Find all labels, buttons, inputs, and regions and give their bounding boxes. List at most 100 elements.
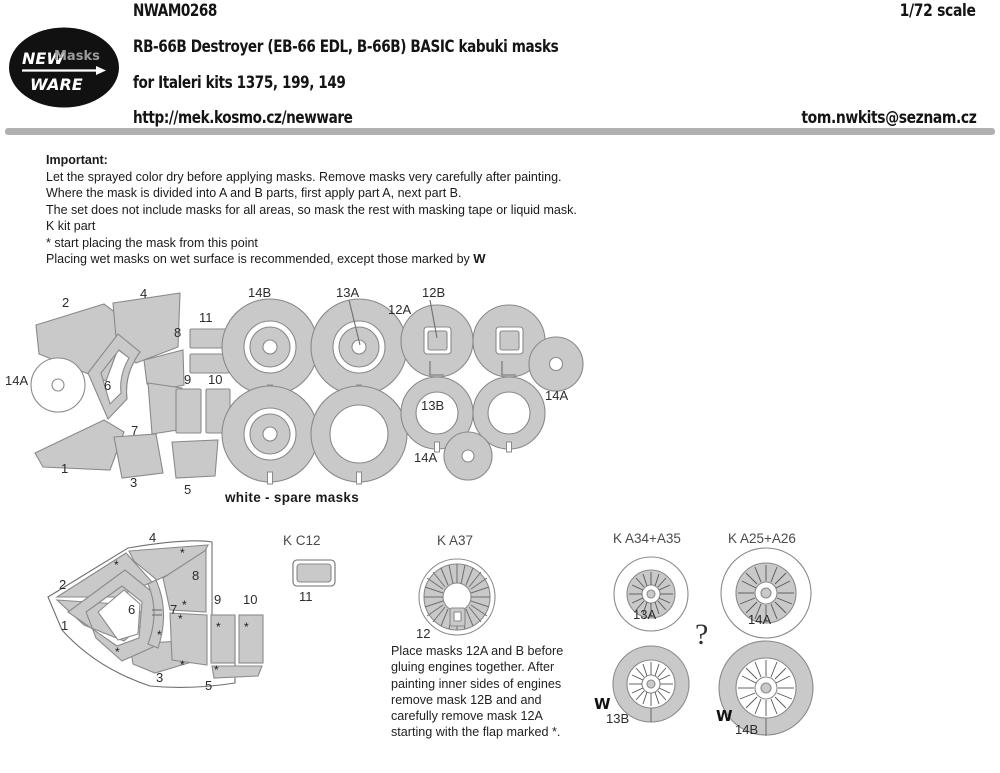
- canopy-label-9: 9: [214, 592, 222, 607]
- engine-instruction-note: Place masks 12A and B before gluing engi…: [391, 644, 564, 740]
- label-disc-14b: 14B: [248, 285, 272, 300]
- wet-mark-13b: W: [594, 695, 611, 713]
- note-line-4: K kit part: [46, 219, 96, 234]
- important-notes: Important: Let the sprayed color dry bef…: [46, 152, 706, 267]
- label-wheel-13a: 13A: [633, 607, 657, 622]
- label-piece-11: 11: [199, 310, 213, 325]
- note-wet-text: Placing wet masks on wet surface is reco…: [46, 252, 474, 267]
- canopy-panel-8[interactable]: [162, 548, 207, 613]
- label-wheel-13b: 13B: [606, 711, 630, 726]
- canopy-label-10: 10: [243, 592, 258, 607]
- disc-mask-12a-1[interactable]: [400, 304, 474, 378]
- wheel-mask-14a[interactable]: [720, 547, 812, 639]
- label-piece-14a-left: 14A: [5, 373, 29, 388]
- kit-ref-a34-a35: K A34+A35: [613, 531, 681, 546]
- wheel-13a-spokes: [629, 572, 673, 616]
- canopy-star-8: *: [216, 620, 221, 634]
- leader-12b: [429, 299, 438, 339]
- canopy-star-1: *: [114, 558, 119, 572]
- note-line-1: Let the sprayed color dry before applyin…: [46, 170, 562, 184]
- label-part-12: 12: [416, 626, 431, 641]
- spare-mask-14a-left-hole: [51, 378, 65, 392]
- canopy-diagram: [47, 540, 264, 688]
- disc-mask-14b[interactable]: [221, 298, 319, 398]
- label-piece-2: 2: [62, 295, 70, 310]
- canopy-label-2: 2: [59, 577, 67, 592]
- logo-word-ware: WARE: [30, 75, 83, 94]
- canopy-label-8: 8: [192, 568, 200, 583]
- kit-ref-a37: K A37: [437, 533, 474, 548]
- canopy-label-1: 1: [61, 618, 69, 633]
- label-wheel-14b: 14B: [735, 722, 759, 737]
- label-disc-13b: 13B: [421, 398, 445, 413]
- disc-mask-14a-right[interactable]: [528, 336, 584, 392]
- sheet-disc-masks: [221, 298, 584, 485]
- wet-mark-symbol: W: [473, 251, 486, 267]
- disc-mask-12a-2[interactable]: [472, 304, 546, 378]
- wheel-14b-spokes: [738, 660, 794, 716]
- canopy-label-4: 4: [149, 530, 157, 545]
- label-piece-6: 6: [104, 378, 112, 393]
- logo-word-new: NEW: [22, 49, 65, 68]
- kit-ref-c12: K C12: [283, 533, 321, 548]
- email-address[interactable]: tom.nwkits@seznam.cz: [800, 108, 976, 128]
- website-url[interactable]: http://mek.kosmo.cz/newware: [133, 108, 353, 128]
- header-divider: [5, 128, 995, 135]
- label-part-11: 11: [299, 589, 313, 604]
- canopy-panel-6[interactable]: [97, 589, 141, 641]
- logo-arrow-icon: [22, 66, 106, 75]
- mask-piece-1[interactable]: [34, 419, 125, 471]
- mask-piece-9[interactable]: [175, 388, 202, 434]
- label-disc-13a: 13A: [336, 285, 360, 300]
- wheel-mask-14b[interactable]: [718, 640, 814, 736]
- wheel-13b-spokes: [629, 662, 673, 706]
- wheel-mask-13a[interactable]: [613, 556, 689, 632]
- canopy-star-10: *: [214, 663, 219, 677]
- note-line-3: The set does not include masks for all a…: [46, 202, 577, 217]
- sheet-flat-masks: [30, 292, 231, 479]
- canopy-label-5: 5: [205, 678, 213, 693]
- disc-mask-14a-bottom[interactable]: [443, 431, 493, 481]
- disc-mask-13b[interactable]: [400, 376, 474, 453]
- product-title: RB-66B Destroyer (EB-66 EDL, B-66B) BASI…: [133, 37, 559, 57]
- label-disc-12b: 12B: [422, 285, 446, 300]
- mask-piece-3[interactable]: [113, 433, 164, 479]
- canopy-panel-9[interactable]: [210, 614, 236, 664]
- window-mask-c12[interactable]: [292, 559, 336, 587]
- canopy-star-5: *: [115, 645, 120, 659]
- scale-label: 1/72 scale: [900, 1, 976, 21]
- label-piece-4: 4: [140, 286, 148, 301]
- wheel-mask-13b[interactable]: [612, 645, 690, 723]
- canopy-arc-band[interactable]: [147, 579, 165, 649]
- question-mark: ?: [695, 618, 709, 651]
- notes-heading: Important:: [46, 153, 108, 167]
- spare-masks-caption: white - spare masks: [225, 490, 360, 505]
- label-piece-10: 10: [208, 372, 223, 387]
- label-wheel-14a: 14A: [748, 612, 772, 627]
- canopy-star-4: *: [157, 628, 162, 642]
- label-piece-9: 9: [184, 372, 192, 387]
- canopy-star-7: *: [180, 658, 185, 672]
- canopy-panel-5[interactable]: [211, 665, 263, 679]
- canopy-label-7: 7: [170, 602, 178, 617]
- kit-compat: for Italeri kits 1375, 199, 149: [133, 73, 346, 93]
- product-code: NWAM0268: [133, 1, 217, 21]
- canopy-label-6: 6: [128, 602, 136, 617]
- canopy-label-3: 3: [156, 670, 164, 685]
- label-piece-7: 7: [131, 423, 139, 438]
- disc-mask-ring-large[interactable]: [310, 385, 408, 485]
- engine-mask-a37[interactable]: [418, 558, 496, 636]
- note-line-2: Where the mask is divided into A and B p…: [46, 186, 462, 201]
- label-piece-8: 8: [174, 325, 182, 340]
- canopy-star-9: *: [244, 620, 249, 634]
- label-piece-5: 5: [184, 482, 192, 497]
- canopy-panel-7[interactable]: [169, 612, 208, 666]
- disc-mask-ring-right[interactable]: [472, 376, 546, 453]
- disc-mask-13a[interactable]: [310, 298, 408, 398]
- disc-mask-14b-lower[interactable]: [221, 385, 319, 485]
- mask-piece-5[interactable]: [171, 439, 219, 479]
- canopy-panel-10[interactable]: [238, 614, 264, 664]
- logo-word-masks: Masks: [54, 49, 100, 64]
